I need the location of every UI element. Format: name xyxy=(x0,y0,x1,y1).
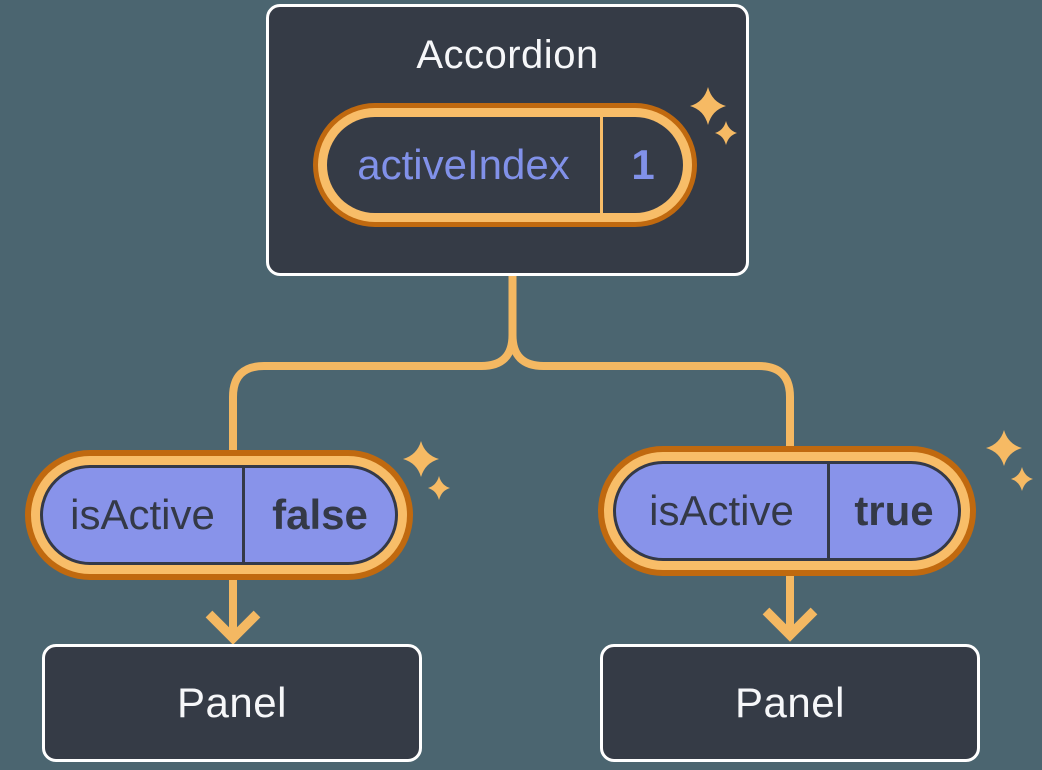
prop-pill-body: isActive false xyxy=(40,465,398,565)
prop-pill-label: isActive xyxy=(649,487,794,534)
prop-pill-label: isActive xyxy=(70,491,215,538)
sparkle-icon xyxy=(1011,467,1033,491)
state-pill-body: activeIndex 1 xyxy=(327,117,683,213)
prop-pill-isactive-false: isActive false xyxy=(25,450,413,580)
state-pill-ring: activeIndex 1 xyxy=(318,108,692,222)
accordion-title: Accordion xyxy=(416,33,599,77)
panel-component-box-right: Panel xyxy=(600,644,980,762)
panel-component-box-left: Panel xyxy=(42,644,422,762)
accordion-component-box: Accordion activeIndex 1 xyxy=(266,4,749,276)
panel-title: Panel xyxy=(177,679,287,726)
prop-pill-ring: isActive true xyxy=(604,452,970,570)
tree-connector-left xyxy=(229,270,517,458)
prop-pill-ring: isActive false xyxy=(31,456,407,574)
sparkle-icon xyxy=(428,476,450,500)
state-pill-label: activeIndex xyxy=(357,141,570,188)
arrow-down-left-head xyxy=(205,610,261,645)
prop-pill-value: false xyxy=(272,491,368,538)
pill-divider xyxy=(242,468,245,562)
state-pill-activeindex: activeIndex 1 xyxy=(313,103,697,227)
tree-connector-right xyxy=(508,270,794,452)
sparkle-icon xyxy=(986,430,1022,466)
prop-pill-body: isActive true xyxy=(613,461,961,561)
panel-title: Panel xyxy=(735,679,845,726)
arrow-down-right-head xyxy=(762,607,818,642)
state-pill-value: 1 xyxy=(631,141,655,188)
sparkle-icon xyxy=(403,441,439,477)
prop-pill-value: true xyxy=(854,487,934,534)
pill-divider xyxy=(600,117,603,213)
prop-pill-isactive-true: isActive true xyxy=(598,446,976,576)
pill-divider xyxy=(827,464,830,558)
